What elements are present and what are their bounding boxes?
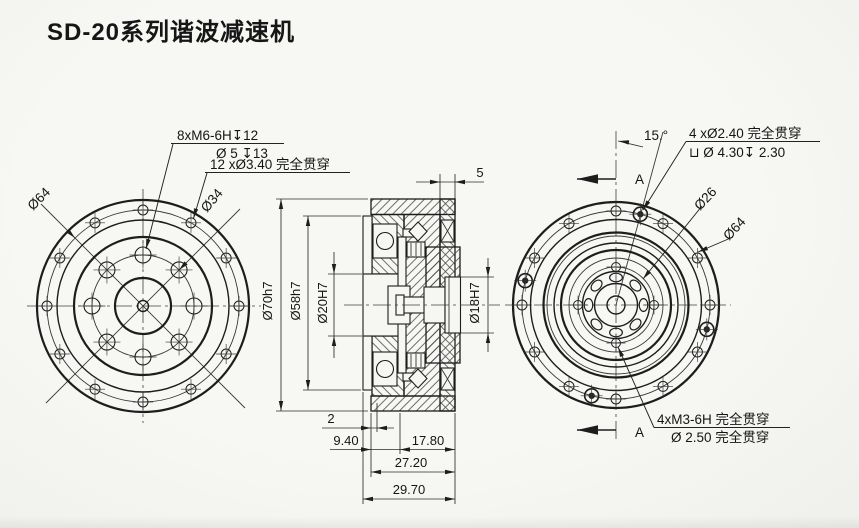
boss-circle (72, 235, 214, 377)
section-arrow-icon (577, 174, 598, 184)
roller-bottom (408, 368, 428, 389)
dim-2: 2 (327, 411, 334, 426)
dim-bc-outer: Ø64 (720, 214, 749, 243)
leader-line (617, 346, 655, 428)
bearing-ball (608, 272, 623, 283)
arrowhead-icon (278, 401, 284, 411)
dim-2970: 29.70 (393, 482, 426, 497)
dim-d20: Ø20H7 (315, 282, 330, 323)
bearing-ball (609, 327, 624, 338)
callout-cbore: ⊔ Ø 4.30↧ 2.30 (689, 145, 785, 160)
section-arrow-icon (577, 425, 598, 435)
arrowhead-icon (400, 447, 410, 452)
dim-bc-outer: Ø64 (25, 184, 54, 213)
dim-2720: 27.20 (395, 455, 428, 470)
dim-d18: Ø18H7 (467, 282, 482, 323)
arrowhead-icon (643, 200, 651, 210)
leader-line (642, 141, 687, 211)
dim-940: 9.40 (333, 433, 358, 448)
arrowhead-icon (193, 208, 199, 219)
callout-through: 12 xØ3.40 完全贯穿 (210, 156, 330, 172)
dim-angle: 15.° (644, 128, 668, 143)
arrowhead-icon (619, 140, 630, 145)
center-bore (113, 276, 173, 336)
dim-d58: Ø58h7 (288, 281, 303, 320)
arrowhead-icon (361, 447, 371, 452)
leader-line (642, 205, 703, 280)
arrowhead-icon (331, 336, 337, 346)
bearing-ball (375, 231, 395, 251)
bearing-ball (629, 279, 642, 292)
dim-d70: Ø70h7 (260, 281, 275, 320)
dim-bc-inner: Ø26 (691, 184, 719, 213)
arrowhead-icon (377, 425, 387, 431)
bearing-ball (638, 297, 649, 312)
callout-thread: 8xM6-6H↧12 (177, 128, 258, 143)
arrowhead-icon (363, 496, 373, 502)
ring-circle (546, 235, 686, 375)
section-view: Ø70h7 Ø58h7 Ø20H7 Ø18H7 5 2 9.40 17.80 2… (260, 165, 500, 504)
arrowhead-icon (445, 469, 455, 475)
arrowhead-icon (66, 229, 75, 238)
arrowhead-icon (445, 496, 455, 502)
callout-tap-pilot: Ø 2.50 完全贯穿 (671, 429, 769, 445)
center-hole (606, 295, 626, 315)
leader-line (145, 143, 174, 250)
arrowhead-icon (371, 469, 381, 475)
arrowhead-icon (278, 199, 284, 209)
callout-tap: 4xM3-6H 完全贯穿 (657, 411, 770, 427)
arrowhead-icon (430, 179, 440, 185)
arrowhead-icon (445, 447, 455, 452)
arrowhead-icon (455, 179, 465, 185)
wave-generator (593, 282, 639, 328)
arrowhead-icon (305, 216, 311, 226)
arrowhead-icon (331, 264, 337, 274)
arrowhead-icon (485, 267, 491, 277)
callout-hole: 4 xØ2.40 完全贯穿 (689, 125, 802, 141)
arrowhead-icon (179, 261, 188, 270)
bearing-ball (583, 298, 594, 313)
angle-15-line (615, 131, 664, 306)
arrowhead-icon (146, 238, 151, 249)
dim-5: 5 (476, 165, 483, 180)
back-view: A A 15.° 4 xØ2.40 完全贯穿 ⊔ Ø 4.30↧ 2.30 4x… (505, 125, 820, 445)
bearing-ball (375, 359, 395, 379)
bearing-ball (590, 318, 603, 331)
ring-circle (559, 248, 673, 362)
arrowhead-icon (305, 380, 311, 390)
roller-top (408, 221, 428, 242)
arrowhead-icon (698, 246, 709, 252)
dim-1780: 17.80 (412, 433, 445, 448)
bearing-ball (629, 318, 642, 331)
arrowhead-icon (643, 269, 652, 279)
callout-cbore: Ø 5 ↧13 (216, 146, 268, 161)
arrowhead-icon (361, 425, 371, 431)
drawing-title: SD-20系列谐波减速机 (47, 19, 296, 46)
section-label-bottom: A (635, 425, 644, 440)
bearing-ball (590, 279, 603, 292)
pilot-hole (136, 299, 150, 313)
arrowhead-icon (485, 333, 491, 343)
section-label-top: A (635, 172, 644, 187)
front-view: 8xM6-6H↧12 Ø 5 ↧13 12 xØ3.40 完全贯穿 Ø64 Ø3… (25, 128, 350, 423)
input-plate-top (362, 215, 373, 275)
ring-circle (542, 231, 690, 379)
ring-circle (553, 242, 679, 368)
input-plate-bottom (362, 335, 373, 391)
arrowhead-icon (618, 347, 625, 358)
